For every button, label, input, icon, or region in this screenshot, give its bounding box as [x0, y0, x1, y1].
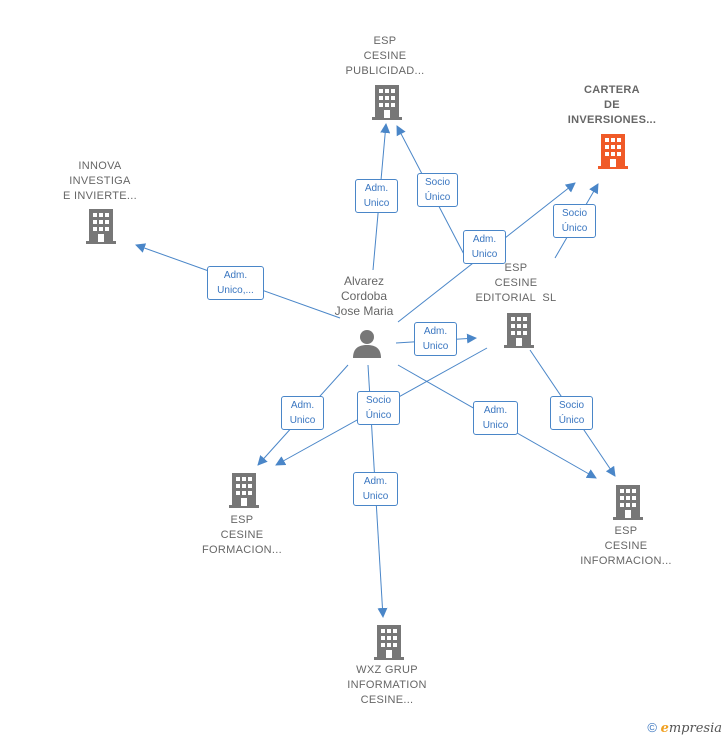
edge-label-editorial-cartera[interactable]: Socio Único — [553, 204, 596, 238]
label-line: INFORMACION... — [580, 555, 672, 567]
edge-label-line: Adm. — [363, 476, 388, 487]
label-line: WXZ GRUP — [356, 664, 418, 676]
copyright-symbol: © — [647, 720, 657, 735]
label-line: CARTERA — [584, 84, 640, 96]
label-line: ESP — [373, 35, 397, 47]
logo-rest: mpresia — [668, 721, 722, 736]
edge-label-person-informacion[interactable]: Adm. Unico — [473, 401, 518, 435]
label-line: CESINE — [363, 50, 407, 62]
footer-brand[interactable]: © empresia — [647, 720, 722, 736]
edge-label-line: Unico — [289, 415, 316, 426]
edge-label-line: Unico — [363, 198, 390, 209]
edge-label-line: Adm. — [364, 183, 389, 194]
label-line: E INVIERTE... — [63, 190, 137, 202]
company-label-wxz[interactable]: WXZ GRUP INFORMATION CESINE... — [322, 663, 452, 708]
edge-label-line: Único — [365, 410, 392, 421]
edge-label-editorial-publicidad[interactable]: Socio Único — [417, 173, 458, 207]
edge-label-line: Socio — [424, 177, 450, 188]
label-line: INVESTIGA — [69, 175, 131, 187]
label-line: Cordoba — [340, 289, 388, 303]
company-label-publicidad[interactable]: ESP CESINE PUBLICIDAD... — [320, 34, 450, 79]
edge-label-line: Adm. — [423, 326, 448, 337]
edge-label-person-formacion[interactable]: Adm. Unico — [281, 396, 324, 430]
label-line: DE — [604, 99, 620, 111]
label-line: ESP — [614, 525, 638, 537]
edge-label-person-innova[interactable]: Adm. Unico,... — [207, 266, 264, 300]
edge-label-line: Socio — [558, 400, 584, 411]
label-line: Jose Maria — [334, 304, 394, 318]
edge-label-line: Unico — [482, 420, 509, 431]
building-icon[interactable] — [372, 84, 402, 120]
edge-label-line: Socio — [365, 395, 391, 406]
edge-label-line: Unico — [471, 249, 498, 260]
company-label-informacion[interactable]: ESP CESINE INFORMACION... — [561, 524, 691, 569]
label-line: INVERSIONES... — [567, 114, 657, 126]
edge-label-line: Único — [558, 415, 585, 426]
label-line: CESINE — [604, 540, 648, 552]
label-line: INFORMATION — [347, 679, 427, 691]
company-label-innova[interactable]: INNOVA INVESTIGA E INVIERTE... — [35, 159, 165, 204]
building-icon[interactable] — [229, 472, 259, 508]
person-label[interactable]: Alvarez Cordoba Jose Maria — [314, 274, 414, 319]
company-label-formacion[interactable]: ESP CESINE FORMACION... — [177, 513, 307, 558]
edge-label-line: Único — [424, 192, 451, 203]
label-line: INNOVA — [78, 160, 122, 172]
label-line: PUBLICIDAD... — [345, 65, 425, 77]
edge-label-line: Adm. — [472, 234, 497, 245]
label-line: CESINE... — [360, 694, 414, 706]
building-icon[interactable] — [374, 624, 404, 660]
building-icon[interactable] — [613, 484, 643, 520]
edge-label-line: Unico,... — [217, 285, 254, 296]
building-icon[interactable] — [86, 208, 116, 244]
edge-label-line: Unico — [362, 491, 389, 502]
label-line: FORMACION... — [202, 544, 282, 556]
label-line: Alvarez — [343, 274, 384, 288]
company-label-editorial[interactable]: ESP CESINE EDITORIAL SL — [451, 261, 581, 306]
edge-label-person-editorial[interactable]: Adm. Unico — [414, 322, 457, 356]
edge-label-person-cartera[interactable]: Adm. Unico — [463, 230, 506, 264]
building-icon[interactable] — [504, 312, 534, 348]
label-line: EDITORIAL SL — [475, 292, 557, 304]
edge-label-line: Único — [561, 223, 588, 234]
label-line: ESP — [504, 262, 528, 274]
logo-e: e — [660, 721, 669, 736]
company-label-cartera[interactable]: CARTERA DE INVERSIONES... — [547, 83, 677, 128]
edge-label-editorial-informacion[interactable]: Socio Único — [550, 396, 593, 430]
edge-label-line: Adm. — [483, 405, 508, 416]
edge-label-line: Adm. — [223, 270, 248, 281]
edge-label-line: Unico — [422, 341, 449, 352]
person-icon[interactable] — [352, 328, 382, 358]
empresia-logo: empresia — [661, 721, 722, 736]
edge-label-person-publicidad[interactable]: Adm. Unico — [355, 179, 398, 213]
edge-label-line: Socio — [561, 208, 587, 219]
building-icon[interactable] — [598, 133, 628, 169]
label-line: CESINE — [220, 529, 264, 541]
label-line: CESINE — [494, 277, 538, 289]
edge-label-editorial-formacion[interactable]: Socio Único — [357, 391, 400, 425]
edge-label-person-wxz[interactable]: Adm. Unico — [353, 472, 398, 506]
label-line: ESP — [230, 514, 254, 526]
edge-label-line: Adm. — [290, 400, 315, 411]
